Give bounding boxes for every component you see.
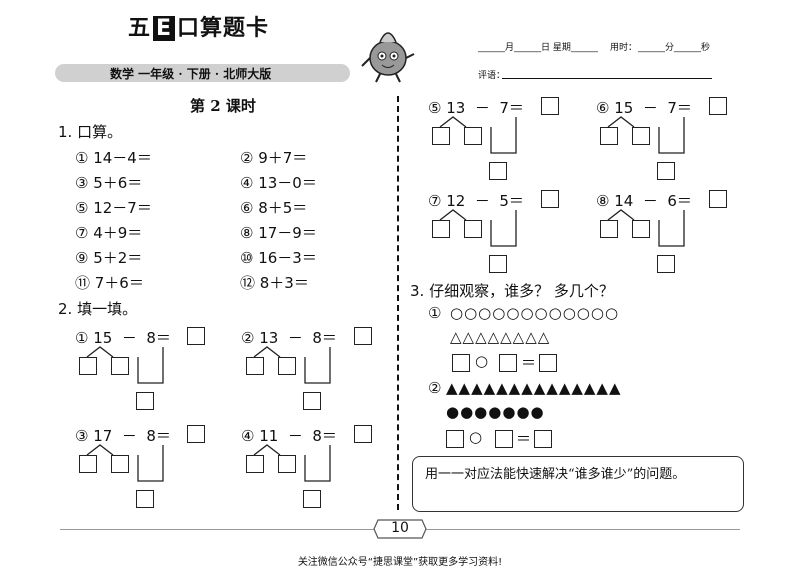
q1-label: ① [428,304,443,322]
oral-item: ⑥ 8＋5＝ [240,199,308,217]
equals-sign: ＝ [521,354,538,372]
compare-box[interactable] [539,354,557,372]
split-box[interactable] [303,490,321,508]
page-badge [373,519,427,539]
section2-heading: 2. 填一填。 [58,300,138,318]
split-lines [253,444,331,482]
lesson-title: 第 2 课时 [190,97,256,115]
oral-item: ⑫ 8＋3＝ [240,274,309,292]
time-label: 用时： [610,43,638,53]
tip-box [412,456,744,512]
oral-item: ⑨ 5＋2＝ [75,249,143,267]
q2-label: ② [428,379,443,397]
compare-circle[interactable]: ○ [469,428,484,446]
section3-heading: 3. 仔细观察，谁多？ 多几个？ [410,282,614,300]
split-box[interactable] [489,255,507,273]
compare-box[interactable] [452,354,470,372]
oral-item: ⑦ 4＋9＝ [75,224,143,242]
answer-box[interactable] [354,425,372,443]
split-box[interactable] [303,392,321,410]
split-box[interactable] [79,455,97,473]
split-box[interactable] [464,127,482,145]
split-lines [439,116,517,154]
split-box[interactable] [278,455,296,473]
oral-item: ② 9＋7＝ [240,149,308,167]
comment-field[interactable] [502,78,712,79]
answer-box[interactable] [541,97,559,115]
q2-triangles: ▲▲▲▲▲▲▲▲▲▲▲▲▲▲ [446,379,622,397]
compare-circle[interactable]: ○ [475,352,490,370]
mascot-icon [361,32,415,83]
answer-box[interactable] [187,327,205,345]
comment-label: 评语： [478,71,506,81]
decompose-equation: ④ 11 － 8＝ [241,427,337,445]
split-box[interactable] [657,255,675,273]
split-box[interactable] [600,127,618,145]
split-box[interactable] [432,127,450,145]
decompose-equation: ① 15 － 8＝ [75,329,171,347]
title-right: 口算题卡 [177,16,270,41]
split-box[interactable] [111,357,129,375]
footer-note: 关注微信公众号“捷思课堂”获取更多学习资料! [297,557,503,568]
page-number: 10 [391,520,409,536]
equals-sign: ＝ [516,430,533,448]
q2-circles: ●●●●●●● [446,403,545,421]
split-box[interactable] [489,162,507,180]
split-lines [86,346,164,384]
tip-text: 用一一对应法能快速解决“谁多谁少”的问题。 [425,467,686,482]
oral-item: ⑩ 16－3＝ [240,249,317,267]
answer-box[interactable] [541,190,559,208]
compare-box[interactable] [446,430,464,448]
compare-box[interactable] [534,430,552,448]
split-box[interactable] [246,357,264,375]
split-lines [439,209,517,247]
oral-item: ③ 5＋6＝ [75,174,143,192]
decompose-equation: ⑧ 14 － 6＝ [596,192,692,210]
split-box[interactable] [278,357,296,375]
decompose-equation: ③ 17 － 8＝ [75,427,171,445]
answer-box[interactable] [187,425,205,443]
oral-item: ⑤ 12－7＝ [75,199,152,217]
split-lines [607,116,685,154]
split-box[interactable] [136,392,154,410]
subtitle: 数学 一年级 · 下册 · 北师大版 [110,67,272,81]
split-box[interactable] [632,127,650,145]
split-box[interactable] [432,220,450,238]
date-field[interactable]: ______月______日 星期______ [478,43,598,53]
column-divider [397,96,399,510]
subtitle-bar [55,64,350,82]
split-box[interactable] [111,455,129,473]
answer-box[interactable] [354,327,372,345]
compare-box[interactable] [499,354,517,372]
split-box[interactable] [657,162,675,180]
time-field[interactable]: ______分______秒 [638,43,711,53]
title-e: E [153,16,176,41]
split-box[interactable] [79,357,97,375]
title-left: 五 [128,16,152,41]
split-lines [607,209,685,247]
oral-item: ④ 13－0＝ [240,174,317,192]
split-box[interactable] [464,220,482,238]
split-lines [86,444,164,482]
split-box[interactable] [632,220,650,238]
answer-box[interactable] [709,97,727,115]
oral-item: ⑪ 7＋6＝ [75,274,144,292]
split-lines [253,346,331,384]
split-box[interactable] [246,455,264,473]
split-box[interactable] [136,490,154,508]
compare-box[interactable] [495,430,513,448]
answer-box[interactable] [709,190,727,208]
decompose-equation: ② 13 － 8＝ [241,329,337,347]
decompose-equation: ⑤ 13 － 7＝ [428,99,524,117]
q1-triangles: △△△△△△△△ [450,328,551,346]
section1-heading: 1. 口算。 [58,123,123,141]
oral-item: ① 14－4＝ [75,149,152,167]
q1-circles: ○○○○○○○○○○○○ [450,304,620,322]
split-box[interactable] [600,220,618,238]
oral-item: ⑧ 17－9＝ [240,224,317,242]
decompose-equation: ⑦ 12 － 5＝ [428,192,524,210]
decompose-equation: ⑥ 15 － 7＝ [596,99,692,117]
